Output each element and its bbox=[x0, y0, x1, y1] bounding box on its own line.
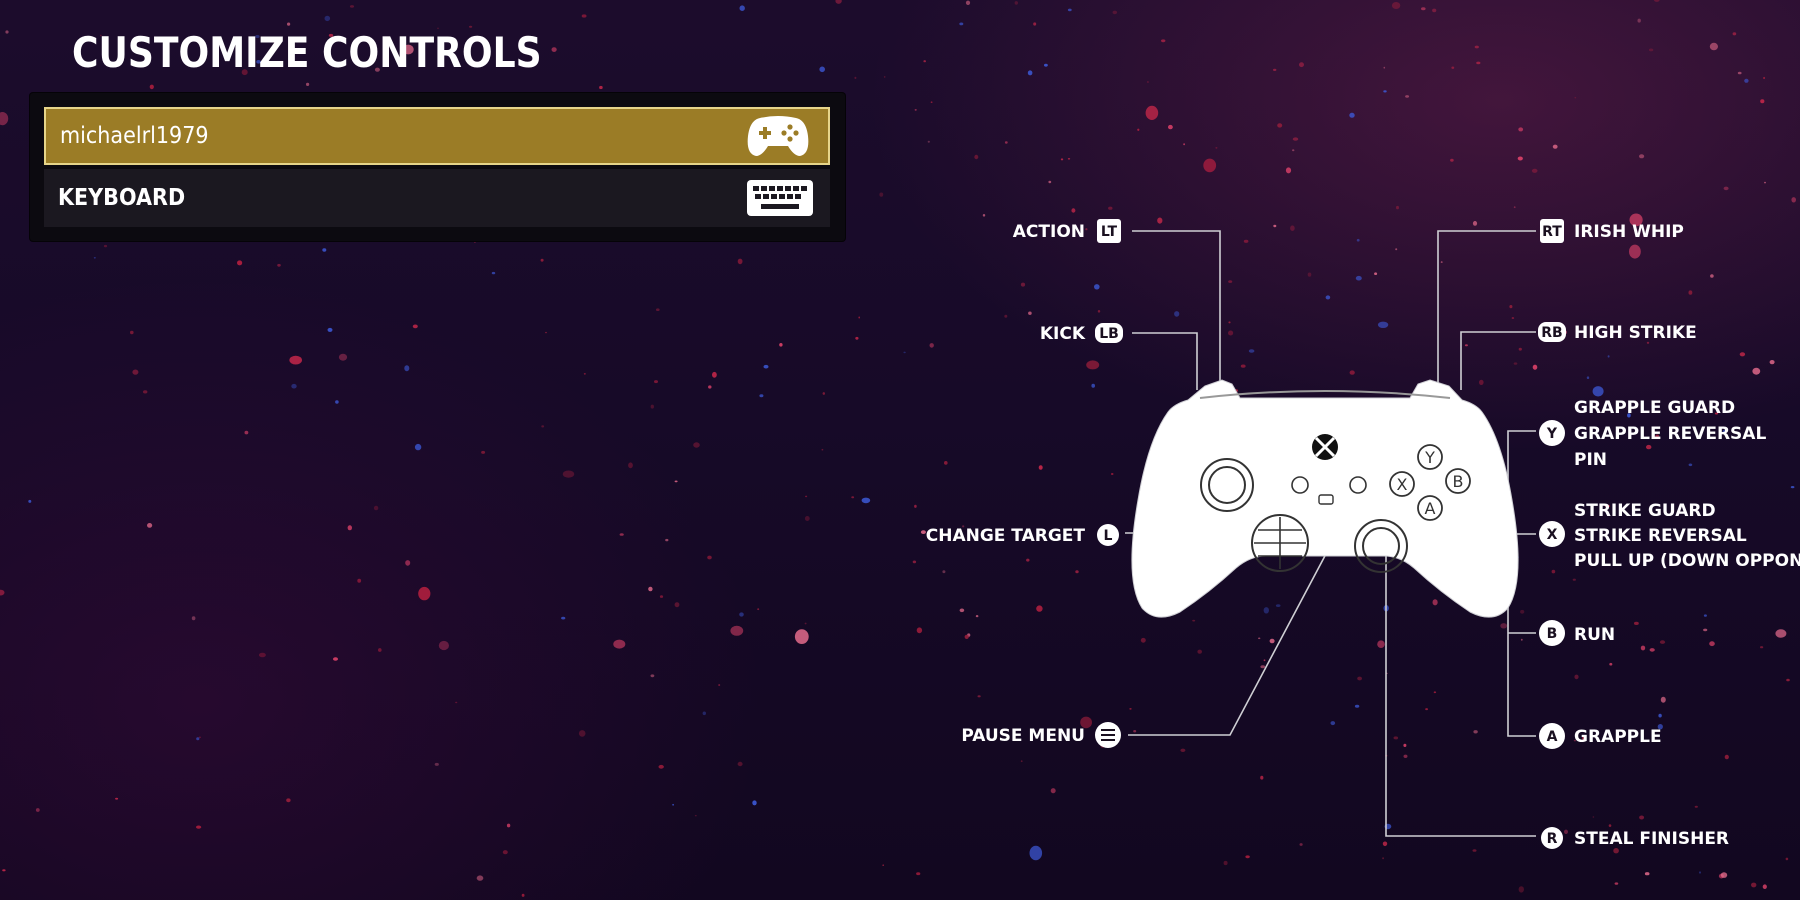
face-button-a: A bbox=[1425, 499, 1436, 518]
binding-grapple: GRAPPLE bbox=[1574, 727, 1662, 747]
left-stick-icon bbox=[1097, 524, 1119, 546]
device-label: KEYBOARD bbox=[58, 185, 186, 211]
rt-button-label: RT bbox=[1542, 224, 1562, 240]
binding-change-target: CHANGE TARGET bbox=[926, 526, 1086, 546]
lt-icon bbox=[1097, 219, 1121, 243]
device-list: michaelrl1979 KEYBOARD bbox=[30, 93, 845, 241]
y-button-icon bbox=[1539, 420, 1565, 446]
rb-icon bbox=[1538, 322, 1566, 342]
binding-high-strike: HIGH STRIKE bbox=[1574, 323, 1697, 343]
y-button-label: Y bbox=[1546, 426, 1558, 442]
keyboard-icon bbox=[746, 176, 814, 220]
b-button-icon bbox=[1539, 620, 1565, 646]
binding-steal-finisher: STEAL FINISHER bbox=[1574, 829, 1729, 849]
binding-kick: KICK bbox=[1040, 324, 1086, 344]
binding-run: RUN bbox=[1574, 625, 1615, 645]
ls-button-label: L bbox=[1104, 528, 1113, 544]
lt-button-label: LT bbox=[1101, 224, 1118, 240]
binding-grapple-guard: GRAPPLE GUARD bbox=[1574, 398, 1735, 418]
binding-strike-guard: STRIKE GUARD bbox=[1574, 501, 1716, 521]
binding-irish-whip: IRISH WHIP bbox=[1574, 222, 1684, 242]
lb-icon bbox=[1095, 323, 1123, 343]
binding-strike-reversal: STRIKE REVERSAL bbox=[1574, 526, 1747, 546]
binding-action: ACTION bbox=[1013, 222, 1085, 242]
xbox-controller-icon: Y B X A bbox=[1131, 379, 1519, 618]
device-row-gamepad[interactable]: michaelrl1979 bbox=[44, 107, 830, 165]
right-stick-icon bbox=[1541, 827, 1563, 849]
face-button-x: X bbox=[1397, 475, 1408, 494]
lb-button-label: LB bbox=[1099, 326, 1119, 342]
rs-button-label: R bbox=[1547, 831, 1558, 847]
rb-button-label: RB bbox=[1541, 325, 1562, 341]
x-button-label: X bbox=[1547, 527, 1558, 543]
menu-lines-icon bbox=[1101, 729, 1115, 741]
face-button-y: Y bbox=[1424, 448, 1435, 467]
binding-grapple-reversal: GRAPPLE REVERSAL bbox=[1574, 424, 1766, 444]
binding-pin: PIN bbox=[1574, 450, 1607, 470]
x-button-icon bbox=[1539, 521, 1565, 547]
b-button-label: B bbox=[1547, 626, 1558, 642]
face-button-b: B bbox=[1453, 472, 1464, 491]
rt-icon bbox=[1540, 219, 1564, 243]
gamepad-icon bbox=[744, 114, 812, 158]
device-label: michaelrl1979 bbox=[60, 123, 209, 149]
binding-pause-menu: PAUSE MENU bbox=[961, 726, 1085, 746]
page-title: CUSTOMIZE CONTROLS bbox=[72, 28, 542, 77]
a-button-label: A bbox=[1547, 729, 1558, 745]
a-button-icon bbox=[1539, 723, 1565, 749]
device-row-keyboard[interactable]: KEYBOARD bbox=[44, 169, 830, 227]
binding-pull-up: PULL UP (DOWN OPPONENT) bbox=[1574, 551, 1800, 571]
